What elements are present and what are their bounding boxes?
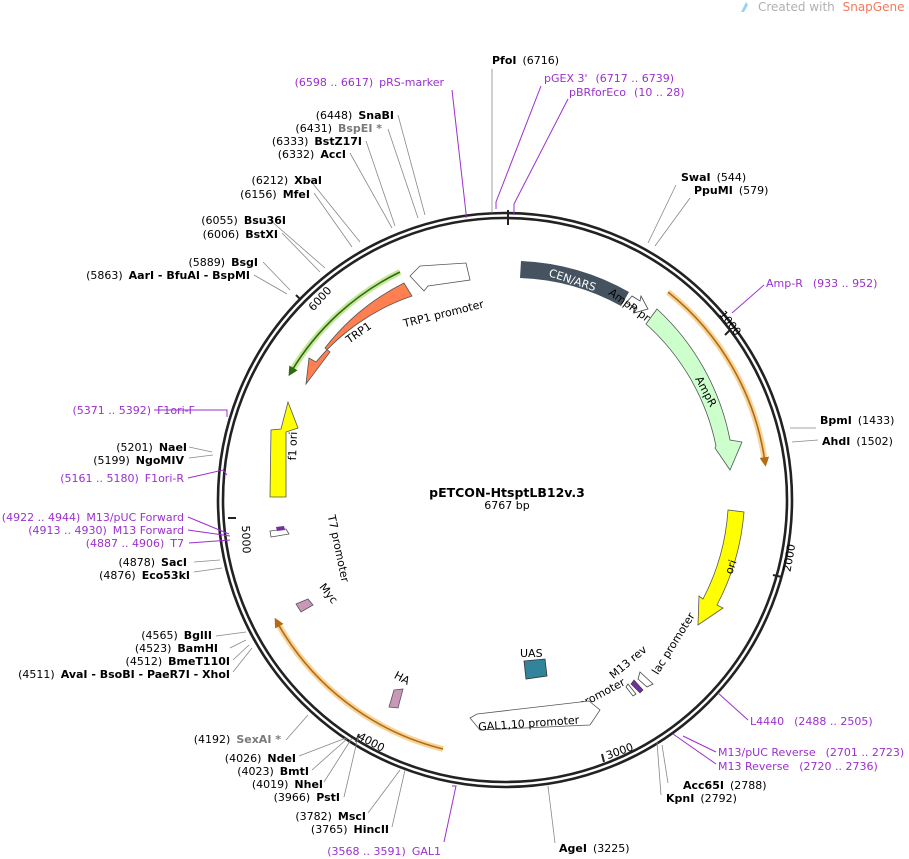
enzyme-snabi: (6448)SnaBI <box>316 109 394 122</box>
branding: Created with SnapGene ® <box>741 0 909 14</box>
enzyme-acci: (6332)AccI <box>278 148 346 161</box>
feature-t3-promoter <box>625 683 637 697</box>
feature-label-ha: HA <box>392 669 412 688</box>
primer-m13-puc-forward: (4922 .. 4944)M13/pUC Forward <box>2 511 184 524</box>
enzyme-nhei: (4019)NheI <box>252 778 323 791</box>
primer-f1ori-r: (5161 .. 5180)F1ori-R <box>60 472 184 485</box>
feature-label-uas: UAS <box>520 647 543 660</box>
enzyme-bpmi: BpmI(1433) <box>820 414 894 427</box>
primer-pbrforeco: pBRforEco(10 .. 28) <box>569 86 685 99</box>
orf-trp1-arc <box>288 269 402 374</box>
orf-lower-arc-line <box>274 617 444 750</box>
primer-leaders <box>154 85 765 843</box>
feature-ampr-promoter <box>625 294 649 314</box>
feature-label-t7-promoter: T7 promoter <box>325 513 352 584</box>
tick-label: 2000 <box>781 543 799 573</box>
enzyme-psti: (3966)PstI <box>274 791 340 804</box>
feature-lac-promoter <box>637 671 654 688</box>
enzyme-bglii: (4565)BglII <box>141 629 212 642</box>
feature-ampr <box>645 308 743 471</box>
feature-trp1-promoter <box>409 262 471 292</box>
enzyme-bamhi: (4523)BamHI <box>135 642 218 655</box>
enzyme-aari-group: (5863)AarI - BfuAI - BspMI <box>86 269 250 282</box>
primer-f1ori-f: (5371 .. 5392)F1ori-F <box>73 404 196 417</box>
feature-myc <box>295 598 314 613</box>
enzyme-xbai: (6212)XbaI <box>252 174 322 187</box>
enzyme-mfei: (6156)MfeI <box>240 188 310 201</box>
enzyme-bsgi: (5889)BsgI <box>189 256 258 269</box>
primer-m13-reverse: M13 Reverse(2720 .. 2736) <box>718 760 878 773</box>
enzyme-ndei: (4026)NdeI <box>225 752 296 765</box>
enzyme-eco53ki: (4876)Eco53kI <box>99 569 190 582</box>
primer-t7: (4887 .. 4906)T7 <box>86 537 184 550</box>
tick-label: 4000 <box>356 730 387 755</box>
enzyme-msci: (3782)MscI <box>295 810 366 823</box>
tick-label: 5000 <box>239 525 253 553</box>
enzyme-labels: PfoI(6716) SwaI(544) PpuMI(579) BpmI(143… <box>18 54 894 855</box>
feature-uas <box>523 658 548 680</box>
feature-label-lac-promoter: lac promoter <box>649 610 698 677</box>
feature-t7-mark <box>276 526 285 531</box>
enzyme-bstz17i: (6333)BstZ17I <box>272 135 362 148</box>
feature-cen-ars <box>520 261 629 306</box>
enzyme-xhoi-group: (4511)AvaI - BsoBI - PaeR7I - XhoI <box>18 668 230 681</box>
plasmid-name: pETCON-HtsptLB12v.3 <box>429 485 585 500</box>
primer-amp-r: Amp-R(933 .. 952) <box>766 277 877 290</box>
feature-m13-rev <box>630 679 644 694</box>
enzyme-swai: SwaI(544) <box>681 171 746 184</box>
brand-prefix: Created with <box>758 0 835 14</box>
enzyme-bsu36i: (6055)Bsu36I <box>201 214 286 227</box>
orf-amp-arc-line <box>667 291 770 467</box>
enzyme-bstxi: (6006)BstXI <box>203 228 278 241</box>
enzyme-agei: AgeI(3225) <box>559 842 630 855</box>
svg-text:Created with SnapGene: Created with SnapGene ® <box>758 0 909 14</box>
brand-name: SnapGene <box>843 0 905 14</box>
primer-labels: (6598 .. 6617)pRS-marker pGEX 3'(6717 ..… <box>2 72 904 858</box>
enzyme-sexai: (4192)SexAI * <box>194 733 281 746</box>
primer-m13-forward: (4913 .. 4930)M13 Forward <box>28 524 184 537</box>
feature-ori <box>697 509 745 626</box>
orf-lower-arc <box>274 620 444 752</box>
feature-label-myc: Myc <box>316 581 340 606</box>
primer-l4440: L4440(2488 .. 2505) <box>750 715 873 728</box>
enzyme-bmti: (4023)BmtI <box>237 765 309 778</box>
plasmid-size: 6767 bp <box>484 499 529 512</box>
primer-prs-marker: (6598 .. 6617)pRS-marker <box>295 76 445 89</box>
enzyme-pfoi: PfoI(6716) <box>492 54 559 67</box>
feature-f1-ori <box>269 400 299 498</box>
enzyme-ppumi: PpuMI(579) <box>694 184 768 197</box>
feature-gal-promoter <box>469 700 601 731</box>
enzyme-leaders <box>188 69 819 844</box>
enzyme-saci: (4878)SacI <box>118 556 187 569</box>
primer-m13-puc-reverse: M13/pUC Reverse(2701 .. 2723) <box>718 746 904 759</box>
primer-gal1: (3568 .. 3591)GAL1 <box>327 845 441 858</box>
primer-pgex3: pGEX 3'(6717 .. 6739) <box>544 72 674 85</box>
backbone-inner <box>221 216 789 784</box>
feature-trp1 <box>305 282 413 386</box>
feature-label-ori: ori <box>722 558 739 576</box>
enzyme-hincii: (3765)HincII <box>311 823 389 836</box>
feature-label-trp1-promoter: TRP1 promoter <box>401 298 486 331</box>
enzyme-ahdi: AhdI(1502) <box>822 435 893 448</box>
enzyme-ngomiv: (5199)NgoMIV <box>93 454 184 467</box>
orf-trp1-arc-line <box>288 271 401 377</box>
backbone-outer <box>216 211 794 789</box>
snapgene-logo-icon <box>741 2 748 12</box>
enzyme-bspei: (6431)BspEI * <box>295 122 382 135</box>
enzyme-naei: (5201)NaeI <box>116 441 187 454</box>
feature-ha <box>388 688 404 709</box>
enzyme-kpni: KpnI(2792) <box>666 792 737 805</box>
feature-label-f1-ori: f1 ori <box>286 431 300 460</box>
enzyme-bmet110i: (4512)BmeT110I <box>126 655 230 668</box>
enzyme-acc65i: Acc65I(2788) <box>683 779 767 792</box>
